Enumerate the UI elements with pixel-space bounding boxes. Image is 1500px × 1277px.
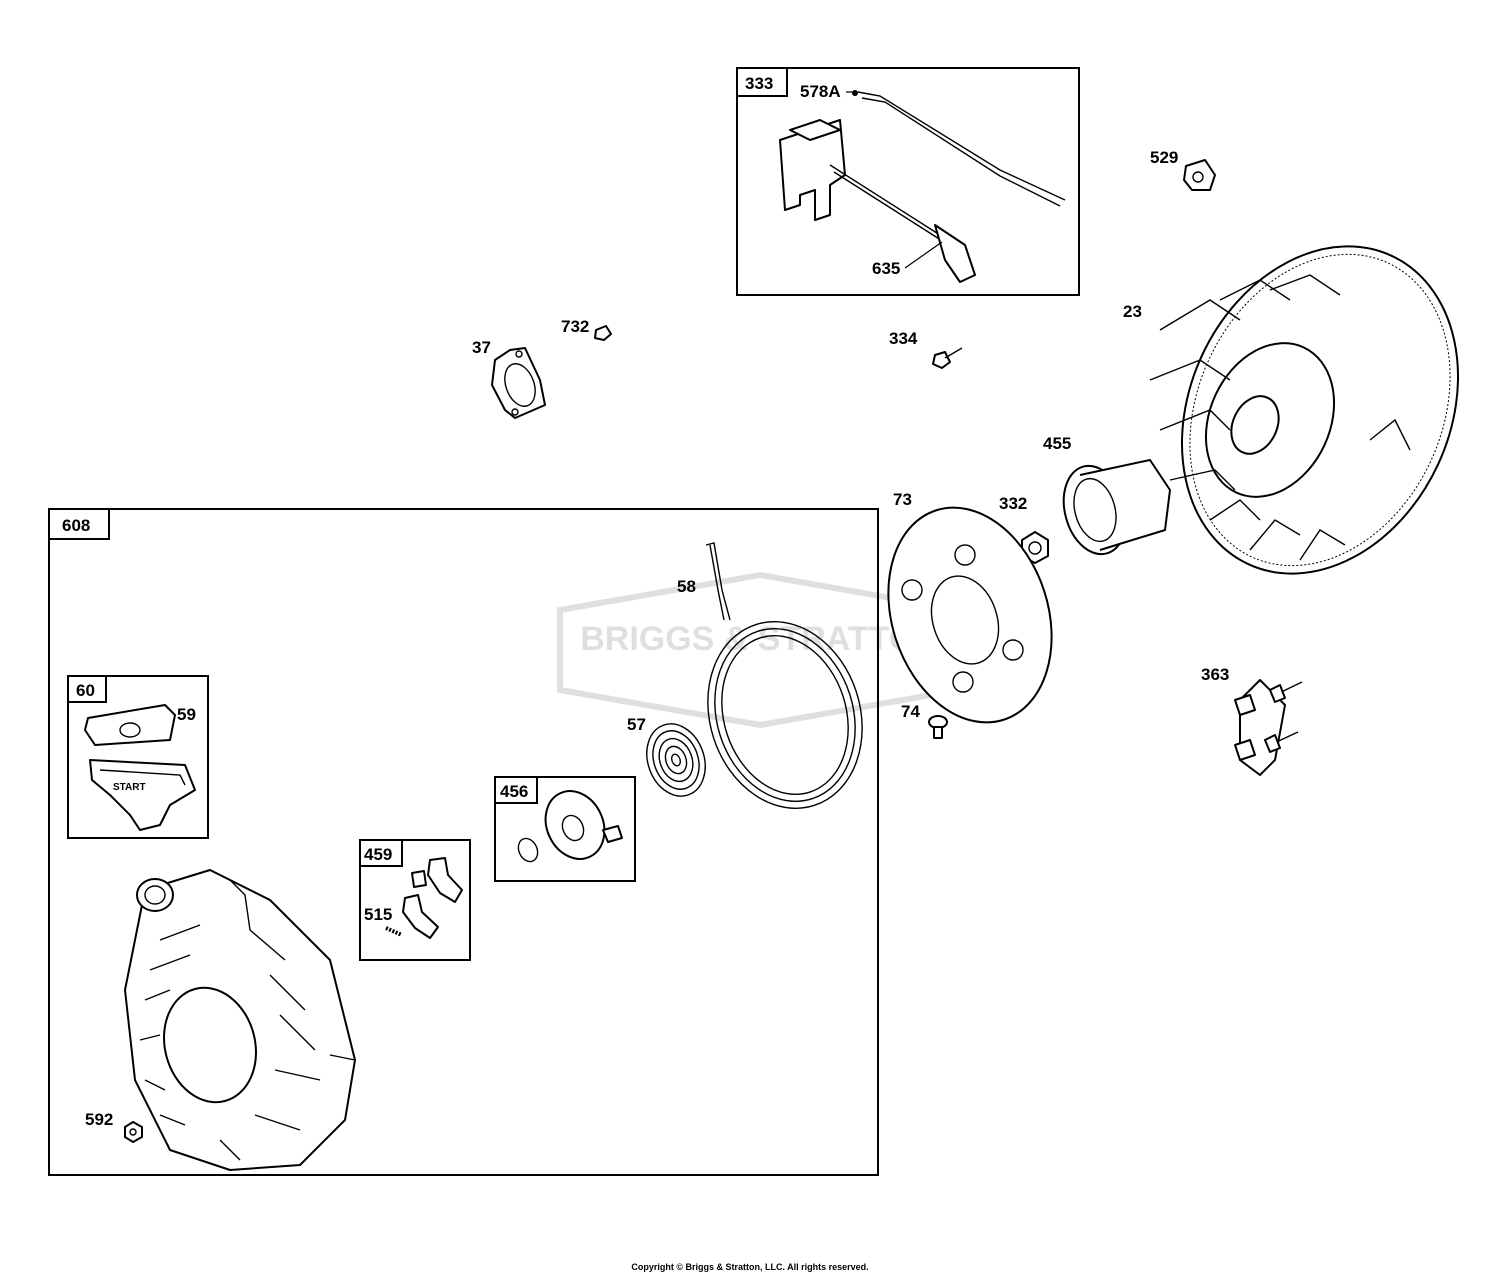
screw-74[interactable] [928, 715, 948, 739]
group-box-456: 456 [494, 776, 636, 882]
callout-732: 732 [561, 317, 589, 336]
callout-515: 515 [364, 905, 392, 924]
starter-handle[interactable]: START [89, 759, 196, 831]
starter-pawls[interactable] [402, 857, 463, 939]
nut-732[interactable] [594, 325, 612, 341]
group-box-608: 608 [48, 508, 879, 1176]
callout-455: 455 [1043, 434, 1071, 453]
bracket-363[interactable] [1234, 679, 1303, 776]
box-label-456: 456 [500, 782, 528, 801]
handle-start-text: START [113, 782, 146, 793]
box-label-60: 60 [76, 681, 95, 700]
recoil-spring-57[interactable] [637, 716, 715, 805]
flywheel-key[interactable] [1183, 159, 1216, 191]
box-label-333: 333 [745, 74, 773, 93]
group-box-459: 459 [359, 839, 471, 961]
callout-73: 73 [893, 490, 912, 509]
pawl-spring-515[interactable] [385, 926, 403, 937]
callout-57: 57 [627, 715, 646, 734]
callout-23: 23 [1123, 302, 1142, 321]
flywheel[interactable] [1130, 201, 1500, 619]
group-box-60: 60 [67, 675, 209, 839]
ground-wire[interactable] [852, 90, 1066, 207]
nut-592[interactable] [124, 1121, 143, 1143]
callout-74: 74 [901, 702, 920, 721]
callout-37: 37 [472, 338, 491, 357]
gasket-37[interactable] [491, 347, 546, 419]
callout-334: 334 [889, 329, 918, 348]
starter-rope-58[interactable] [684, 542, 885, 829]
starter-cup-455[interactable] [1054, 459, 1171, 561]
screw-334[interactable] [932, 347, 963, 369]
callout-529: 529 [1150, 148, 1178, 167]
box-label-608: 608 [62, 516, 90, 535]
group-box-333: 333 [736, 67, 1080, 296]
starter-handle-insert[interactable] [84, 704, 176, 746]
box-label-459: 459 [364, 845, 392, 864]
callout-59: 59 [177, 705, 196, 724]
callout-58: 58 [677, 577, 696, 596]
blower-housing[interactable] [124, 869, 356, 1171]
callout-363: 363 [1201, 665, 1229, 684]
rotating-screen-73[interactable] [862, 486, 1078, 743]
callout-592: 592 [85, 1110, 113, 1129]
callout-332: 332 [999, 494, 1027, 513]
watermark-text: BRIGGS & STRATTON [580, 620, 940, 658]
callout-578A: 578A [800, 82, 841, 101]
pawl-retainer-456[interactable] [515, 781, 623, 868]
copyright-notice: Copyright © Briggs & Stratton, LLC. All … [631, 1262, 869, 1272]
ignition-coil[interactable] [779, 119, 976, 283]
callout-635: 635 [872, 259, 900, 278]
